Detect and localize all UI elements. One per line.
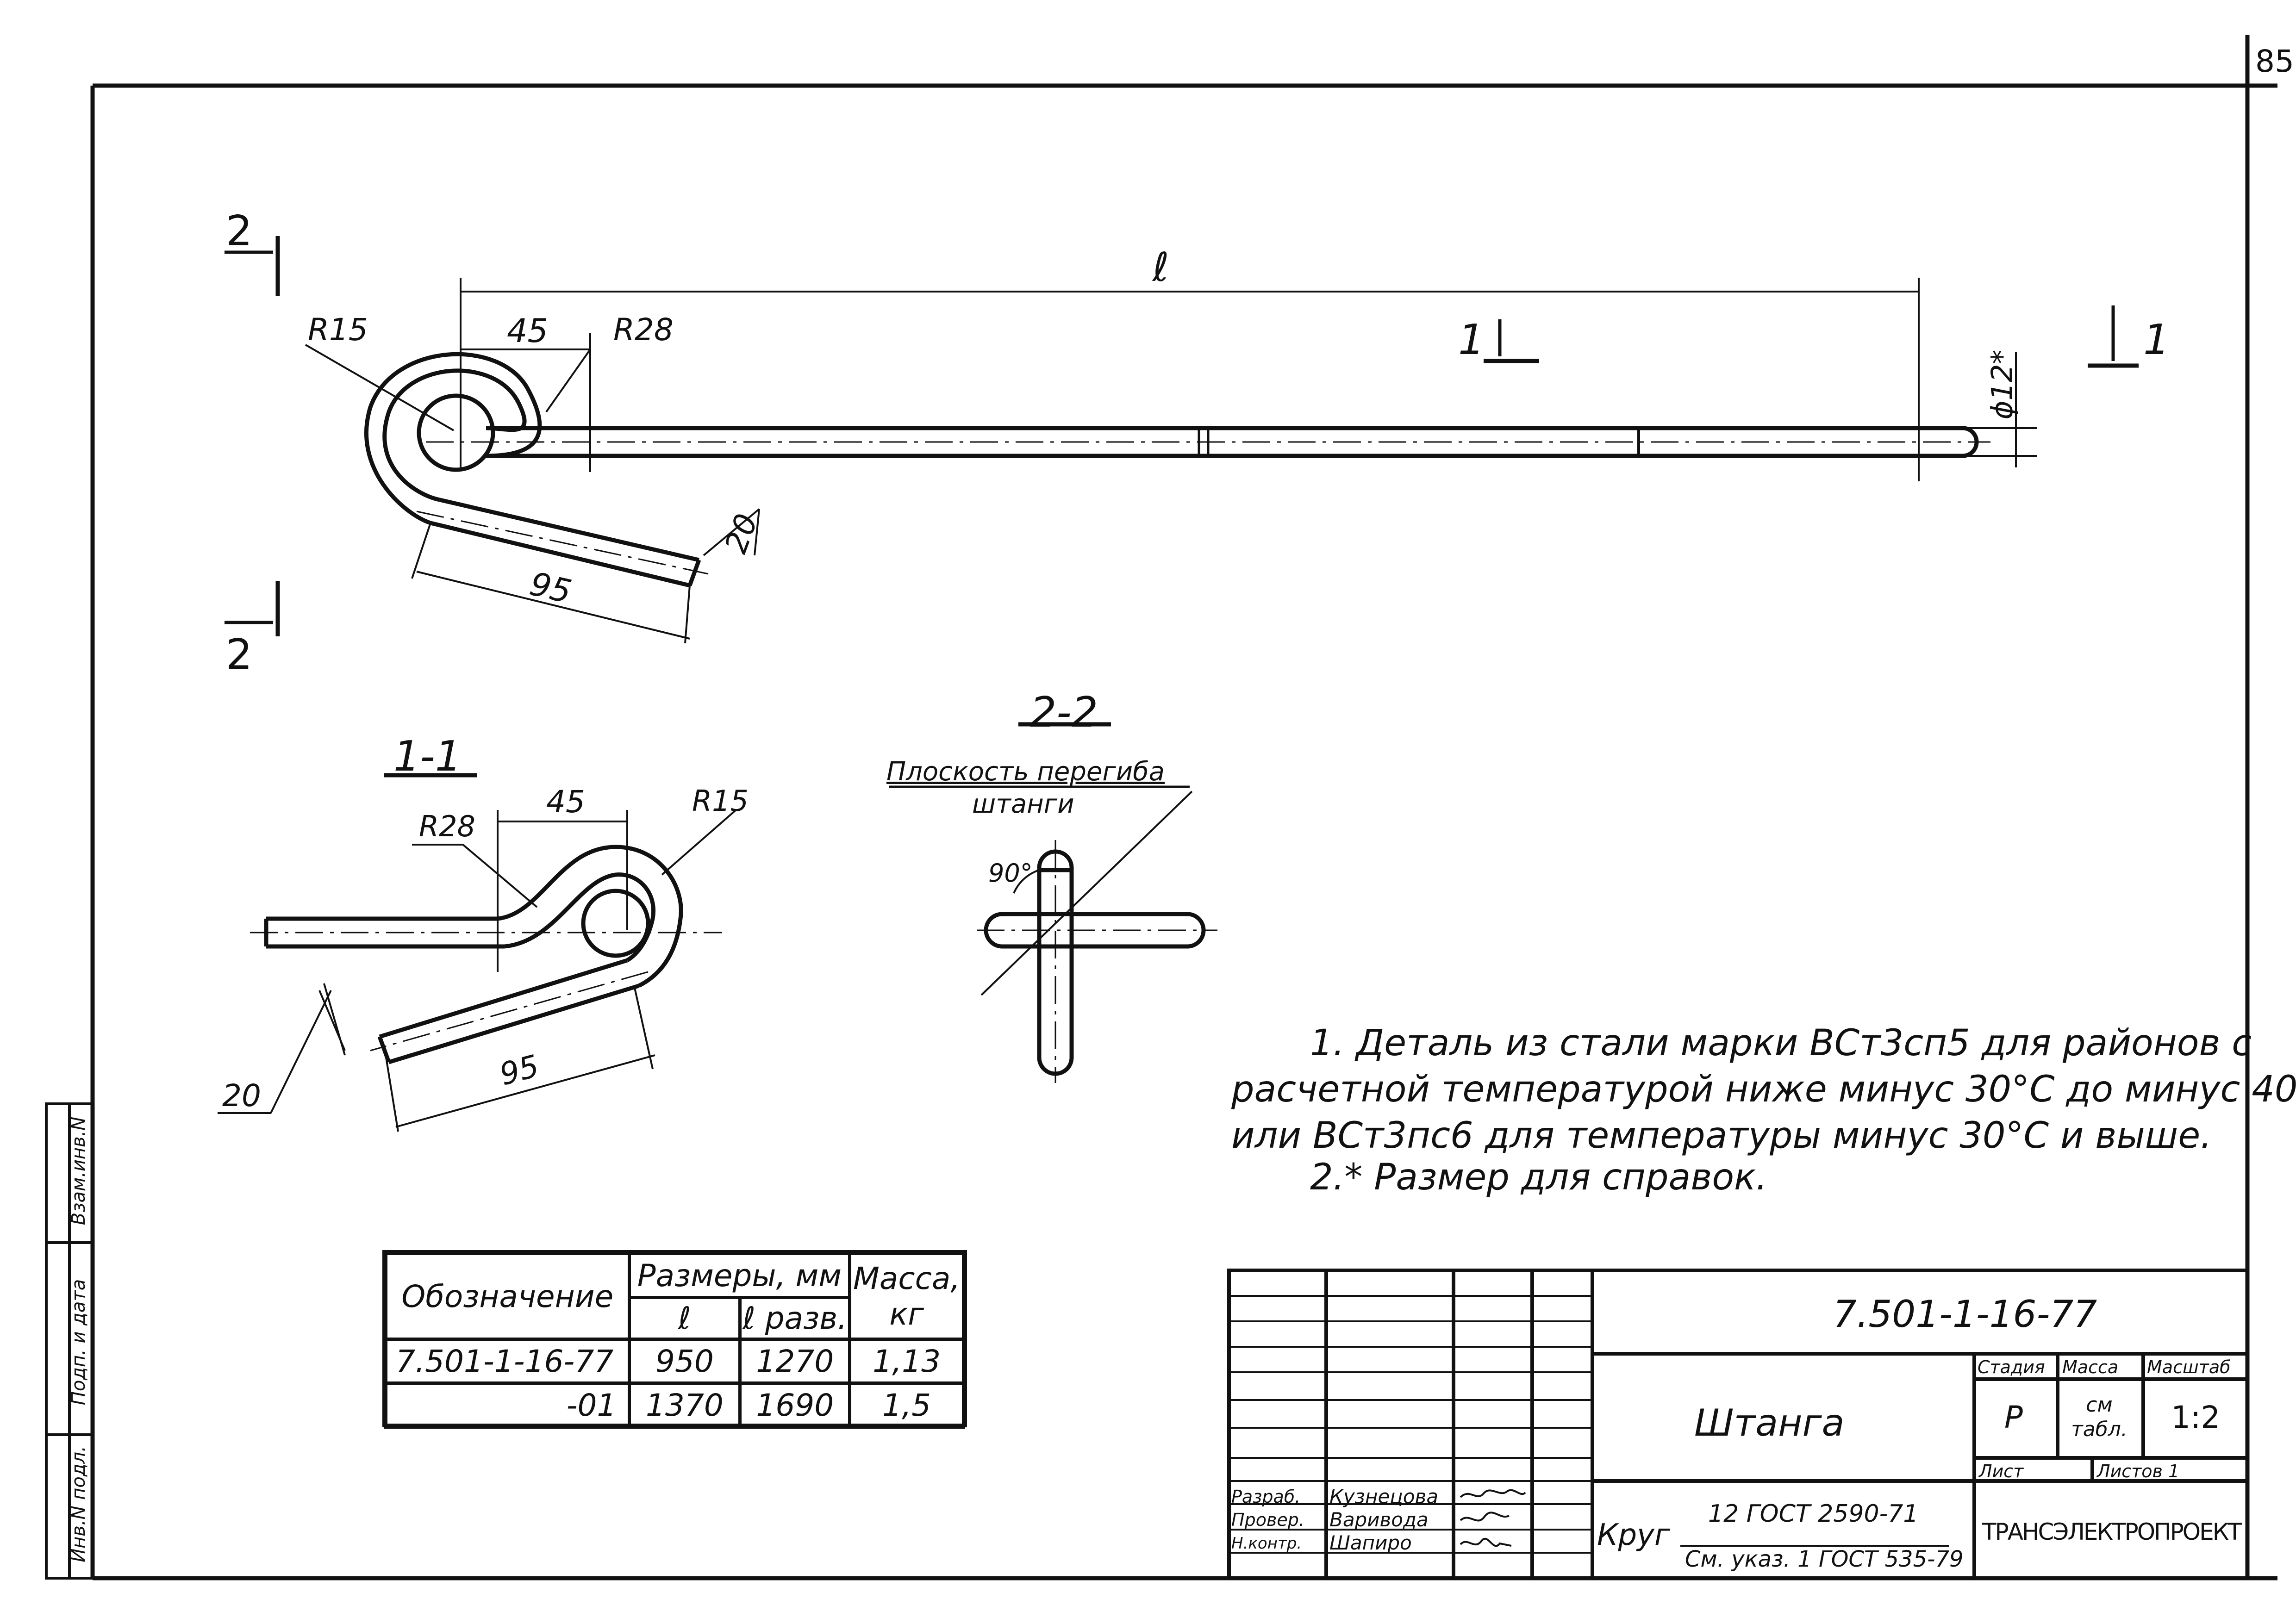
note-line-3: или ВСт3пс6 для температуры минус 30°С и…: [1231, 1115, 2212, 1157]
note-line-4: 2.* Размер для справок.: [1310, 1157, 1767, 1198]
bend-plane-label-2: штанги: [972, 789, 1074, 819]
spec-header-designation: Обозначение: [384, 1252, 631, 1341]
dim-95-label: 95: [526, 565, 575, 611]
view-2-2: [889, 722, 1217, 1083]
view-1-1-dim-r15: R15: [692, 784, 749, 818]
mass-value: см табл.: [2071, 1393, 2128, 1441]
spec-table: Обозначение Размеры, мм Масса, кг ℓ ℓ ра…: [384, 1252, 965, 1429]
side-stamp-replace-inv: Взам.инв.N: [68, 1116, 89, 1226]
dim-phi12-label: ϕ12*: [1985, 349, 2019, 420]
section-mark-1-right: 1: [2143, 316, 2170, 364]
view-1-1: [250, 845, 722, 1064]
sheets-label: Листов 1: [2097, 1461, 2180, 1481]
spec-header-l: ℓ: [627, 1296, 742, 1341]
angle-90-label: 90°: [988, 859, 1033, 888]
dim-r28-label: R28: [613, 312, 674, 348]
name-checker: Варивода: [1329, 1508, 1429, 1531]
stage-label: Стадия: [1978, 1357, 2045, 1377]
page-number: 85: [2255, 44, 2294, 79]
dim-length-label: ℓ: [1153, 244, 1169, 291]
doc-number: 7.501-1-16-77: [1833, 1293, 2097, 1336]
role-norm-control: Н.контр.: [1231, 1534, 1302, 1553]
spec-cell-l: 950: [627, 1338, 742, 1385]
role-checker: Провер.: [1231, 1510, 1304, 1530]
dim-45-label: 45: [507, 312, 549, 350]
mass-label: Масса: [2062, 1357, 2119, 1377]
title-block-grid: [1229, 1295, 1949, 1554]
table-row: -01 1370 1690 1,5: [384, 1381, 965, 1429]
material-bottom: См. указ. 1 ГОСТ 535-79: [1685, 1546, 1964, 1572]
sheet-label: Лист: [1979, 1461, 2024, 1481]
view-2-2-title: 2-2: [1030, 688, 1098, 737]
note-line-2: расчетной температурой ниже минус 30°С д…: [1231, 1069, 2296, 1110]
name-developer: Кузнецова: [1329, 1485, 1439, 1508]
bend-plane-label-1: Плоскость перегиба: [886, 757, 1165, 787]
view-1-1-dim-r28: R28: [419, 809, 475, 843]
spec-cell-designation: 7.501-1-16-77: [384, 1338, 631, 1385]
spec-cell-l: 1370: [627, 1381, 742, 1429]
section-mark-1-left: 1: [1458, 316, 1485, 364]
spec-cell-mass: 1,5: [848, 1381, 965, 1429]
scale-value: 1:2: [2171, 1400, 2221, 1435]
spec-cell-designation: -01: [384, 1381, 631, 1429]
spec-cell-l-razv: 1270: [738, 1338, 852, 1385]
role-developer: Разраб.: [1231, 1487, 1301, 1507]
section-mark-2-top: 2: [226, 207, 253, 255]
part-name: Штанга: [1694, 1401, 1845, 1444]
material-top: 12 ГОСТ 2590-71: [1708, 1500, 1919, 1528]
scale-label: Масштаб: [2147, 1357, 2231, 1377]
view-1-1-dim-45: 45: [546, 784, 585, 820]
signatures: [1460, 1489, 1526, 1547]
spec-cell-l-razv: 1690: [738, 1381, 852, 1429]
dim-r15-label: R15: [308, 312, 368, 348]
table-row: 7.501-1-16-77 950 1270 1,13: [384, 1338, 965, 1385]
material-prefix: Круг: [1597, 1518, 1670, 1552]
view-1-1-dimensions: [218, 773, 737, 1132]
stage-value: Р: [2004, 1400, 2023, 1435]
spec-header-sizes: Размеры, мм: [627, 1252, 852, 1299]
view-1-1-dim-20: 20: [222, 1078, 261, 1114]
spec-header-mass: Масса, кг: [848, 1252, 965, 1341]
organization: ТРАНСЭЛЕКТРОПРОЕКТ: [1982, 1518, 2242, 1545]
spec-header-l-razv: ℓ разв.: [738, 1296, 852, 1341]
side-stamp: [45, 1102, 94, 1580]
main-view: [364, 352, 1990, 588]
name-norm-control: Шапиро: [1329, 1531, 1412, 1554]
main-view-dimensions: [225, 236, 2139, 644]
side-stamp-inv: Инв.N подл.: [68, 1446, 89, 1562]
side-stamp-sign-date: Подп. и дата: [68, 1279, 89, 1406]
section-mark-2-bottom: 2: [226, 630, 253, 679]
note-line-1: 1. Деталь из стали марки ВСт3сп5 для рай…: [1310, 1022, 2252, 1064]
spec-cell-mass: 1,13: [848, 1338, 965, 1385]
view-1-1-dim-95: 95: [496, 1048, 543, 1093]
view-1-1-title: 1-1: [393, 732, 462, 781]
